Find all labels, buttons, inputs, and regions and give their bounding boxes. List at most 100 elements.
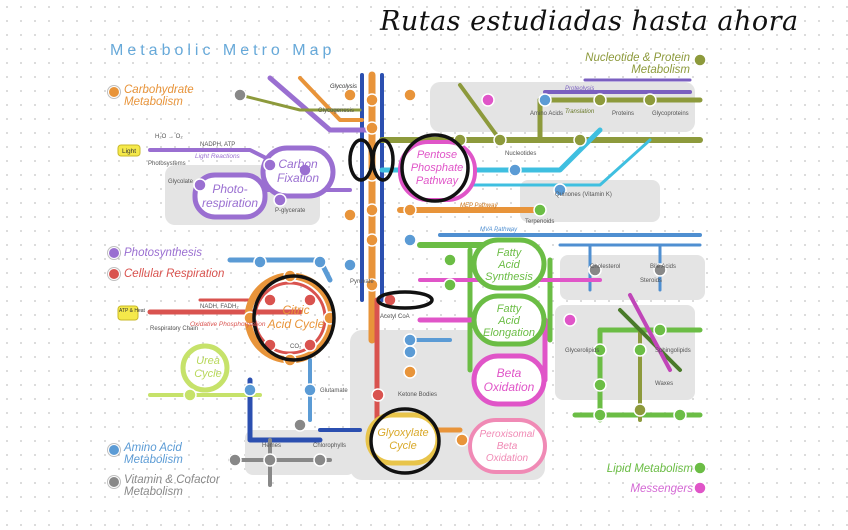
- pentose-label-1: Pentose: [417, 149, 457, 161]
- legend-dot-cellular-respiration: [108, 268, 120, 280]
- glycogenesis-label: Glycogenesis: [318, 108, 354, 114]
- p-glycerate-label: P-glycerate: [275, 208, 306, 214]
- steroids-label: Steroids: [640, 278, 662, 284]
- svg-text:Fixation: Fixation: [277, 171, 319, 185]
- svg-text:Beta: Beta: [497, 366, 522, 380]
- station-labels: Light Light Reactions Photosystems NADPH…: [117, 84, 691, 449]
- legend-nucleotide-line1: Nucleotide & Protein: [585, 52, 690, 64]
- hemes-label: Hemes: [262, 443, 281, 449]
- citric-acid-label-1: Citric: [282, 303, 309, 317]
- legend-nucleotide: Nucleotide & Protein Metabolism: [580, 52, 690, 76]
- bile-acids-label: Bile Acids: [650, 264, 676, 270]
- svg-text:Peroxisomal: Peroxisomal: [479, 429, 535, 440]
- hub-labels: Carbon Fixation Photo- respiration Pento…: [194, 149, 535, 464]
- waxes-label: Waxes: [655, 381, 673, 387]
- nadph-atp-label: NADPH, ATP: [200, 142, 235, 148]
- beta-ox-label-1: Beta: [497, 366, 522, 380]
- svg-text:Citric: Citric: [282, 303, 309, 317]
- svg-text:Glyoxylate: Glyoxylate: [377, 427, 428, 439]
- svg-text:Fatty: Fatty: [497, 247, 523, 259]
- fas-label-2: Acid: [497, 259, 520, 271]
- svg-text:Beta: Beta: [497, 441, 518, 452]
- glycolate-label: Glycolate: [168, 179, 194, 185]
- urea-label-2: Cycle: [194, 368, 222, 380]
- proteolysis-label: Proteolysis: [565, 86, 594, 92]
- svg-text:Phosphate: Phosphate: [411, 162, 464, 174]
- legend-cellular-respiration-label: Cellular Respiration: [124, 268, 225, 280]
- pathway-hubs: [192, 140, 547, 474]
- legend-messengers-label: Messengers: [630, 483, 693, 495]
- svg-text:Cycle: Cycle: [389, 440, 417, 452]
- mep-pathway-label: MEP Pathway: [460, 203, 498, 209]
- oxphos-label: Oxidative Phosphorylation: [190, 321, 266, 328]
- citric-acid-label-2: Acid Cycle: [267, 317, 325, 331]
- map-title: Metabolic Metro Map: [110, 42, 336, 59]
- legend-dot-amino-acid: [108, 444, 120, 456]
- handwritten-heading: Rutas estudiadas hasta ahora: [380, 6, 799, 37]
- svg-text:Carbon: Carbon: [278, 157, 318, 171]
- svg-text:Elongation: Elongation: [483, 327, 535, 339]
- glycerolipids-label: Glycerolipids: [565, 348, 599, 354]
- pentose-label-3: Pathway: [416, 175, 460, 187]
- photorespiration-label-1: Photo-: [212, 182, 247, 196]
- svg-text:Synthesis: Synthesis: [485, 271, 533, 283]
- urea-label-1: Urea: [196, 355, 220, 367]
- acetyl-coa-label: Acetyl CoA: [380, 314, 410, 320]
- h2o-o2-label: H₂O → O₂: [155, 134, 183, 140]
- light-reactions-label: Light Reactions: [195, 153, 241, 160]
- glycoproteins-label: Glycoproteins: [652, 111, 689, 117]
- amino-acids-label: Amino Acids: [530, 111, 563, 117]
- legend-vitamin-line2: Metabolism: [124, 486, 183, 498]
- co2-label: CO₂: [290, 344, 302, 350]
- annotation-markers: [252, 133, 470, 475]
- carbon-fixation-label-2: Fixation: [277, 171, 319, 185]
- nadh-fadh2-label: NADH, FADH₂: [200, 304, 239, 310]
- perox-label-1: Peroxisomal: [479, 429, 535, 440]
- fae-label-1: Fatty: [497, 303, 523, 315]
- svg-text:Acid: Acid: [497, 259, 520, 271]
- proteins-label: Proteins: [612, 111, 634, 117]
- legend-carbohydrate-line2: Metabolism: [124, 96, 183, 108]
- legend-photosynthesis-label: Photosynthesis: [124, 247, 202, 259]
- pentose-label-2: Phosphate: [411, 162, 464, 174]
- light-label: Light: [122, 148, 136, 155]
- respiratory-chain-label: Respiratory Chain: [150, 326, 198, 332]
- perox-label-2: Beta: [497, 441, 518, 452]
- perox-label-3: Oxidation: [486, 453, 529, 464]
- svg-text:Acid Cycle: Acid Cycle: [267, 317, 325, 331]
- svg-text:Pentose: Pentose: [417, 149, 457, 161]
- translation-label: Translation: [565, 109, 595, 115]
- photosystems-label: Photosystems: [148, 161, 186, 167]
- pyruvate-label: Pyruvate: [350, 279, 374, 285]
- fae-label-2: Acid: [497, 315, 520, 327]
- legend-dot-vitamin: [108, 476, 120, 488]
- svg-text:Pathway: Pathway: [416, 175, 460, 187]
- mva-pathway-label: MVA Pathway: [480, 227, 518, 233]
- legend-vitamin-line1: Vitamin & Cofactor: [124, 474, 220, 486]
- sphingolipids-label: Sphingolipids: [655, 348, 691, 354]
- svg-text:Urea: Urea: [196, 355, 220, 367]
- svg-text:Oxidation: Oxidation: [486, 453, 529, 464]
- stations: [183, 53, 707, 495]
- legend-amino-acid-line1: Amino Acid: [124, 442, 182, 454]
- legend-amino-acid: Amino Acid Metabolism: [108, 442, 183, 466]
- nucleotides-label: Nucleotides: [505, 151, 536, 157]
- cholesterol-label: Cholesterol: [590, 264, 620, 270]
- svg-text:Photo-: Photo-: [212, 182, 247, 196]
- glyoxylate-label-2: Cycle: [389, 440, 417, 452]
- legend-messengers: Messengers: [605, 483, 693, 495]
- glutamate-label: Glutamate: [320, 388, 348, 394]
- carbon-fixation-label-1: Carbon: [278, 157, 318, 171]
- svg-text:respiration: respiration: [202, 196, 258, 210]
- atp-heat-label: ATP & Heat: [119, 308, 146, 314]
- svg-text:Oxidation: Oxidation: [484, 380, 535, 394]
- legend-photosynthesis: Photosynthesis: [108, 247, 202, 259]
- legend-dot-carbohydrate: [108, 86, 120, 98]
- legend-cellular-respiration: Cellular Respiration: [108, 268, 224, 280]
- terpenoids-label: Terpenoids: [525, 219, 554, 225]
- glycolysis-label: Glycolysis: [330, 84, 357, 90]
- legend-amino-acid-line2: Metabolism: [124, 454, 183, 466]
- svg-text:Acid: Acid: [497, 315, 520, 327]
- quinones-label: Quinones (Vitamin K): [555, 192, 612, 198]
